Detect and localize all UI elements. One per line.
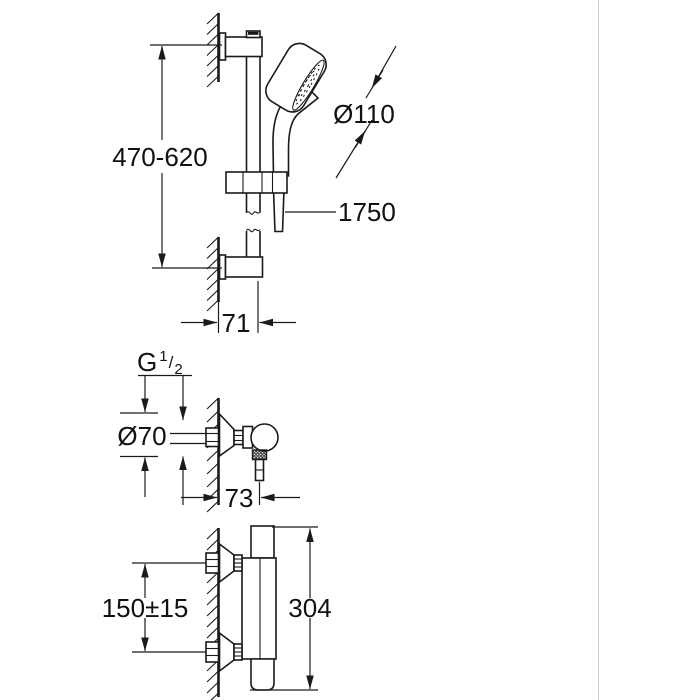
body-height-label: 304	[288, 593, 331, 623]
rail-top-bracket	[218, 30, 263, 61]
view-thermostat: 150±15 304	[102, 525, 332, 700]
dim-rail-wall-offset: 71	[181, 281, 296, 338]
shower-hose	[272, 189, 285, 233]
union-top	[205, 542, 243, 584]
wall-section-middle	[206, 397, 220, 513]
view-shower-rail-set: 470-620 Ø110 1750 71	[112, 12, 397, 338]
rail-break-cut-top	[246, 211, 261, 215]
body-top-section	[250, 525, 275, 559]
dim-rail-height: 470-620	[112, 44, 222, 269]
hose-length-label: 1750	[338, 197, 396, 227]
dim-head-diameter: Ø110	[333, 45, 397, 179]
spray-face-rim	[292, 59, 325, 111]
elbow-wall-offset-label: 73	[225, 483, 254, 513]
ball-elbow	[250, 423, 279, 452]
wall-hatching-top	[206, 12, 219, 88]
body-middle-section	[241, 557, 277, 660]
dim-escutcheon-diameter: Ø70	[117, 412, 206, 458]
rail-bottom-bracket	[218, 254, 264, 280]
rail-holder	[225, 171, 288, 194]
spray-nozzle-ring-inner	[298, 70, 316, 98]
hand-shower-head	[265, 42, 327, 113]
threaded-nipple	[233, 429, 244, 446]
connection-spacing-label: 150±15	[102, 593, 189, 623]
dim-elbow-wall-offset: 73	[181, 482, 300, 513]
dim-connection-spacing-ext	[132, 562, 206, 653]
dim-body-height: 304	[250, 526, 332, 691]
escutcheon-cone	[218, 411, 235, 458]
union-bottom	[205, 631, 243, 673]
elbow-assembly	[205, 411, 279, 482]
body-bottom-section	[250, 658, 275, 691]
top-escutcheon	[218, 32, 227, 61]
head-diameter-label: Ø110	[333, 99, 395, 129]
wall-hatching-middle	[206, 397, 219, 513]
wall-thread-nut	[205, 427, 220, 448]
bottom-escutcheon	[218, 254, 227, 280]
dim-hose-length: 1750	[285, 197, 396, 227]
escutcheon-diameter-label: Ø70	[117, 421, 166, 451]
hand-shower	[265, 42, 327, 177]
hose-coupling-knurl	[251, 449, 268, 461]
wall-section-bottom	[206, 236, 220, 312]
shower-rail	[245, 56, 261, 257]
wall-hatching-bottom	[206, 236, 219, 312]
thermostat-body	[241, 525, 277, 691]
rail-break-cut-bottom	[246, 228, 261, 233]
dim-connection-spacing: 150±15	[102, 563, 189, 652]
rail-height-label: 470-620	[112, 142, 207, 172]
wall-section-top	[206, 12, 220, 88]
rail-wall-offset-label: 71	[222, 308, 251, 338]
